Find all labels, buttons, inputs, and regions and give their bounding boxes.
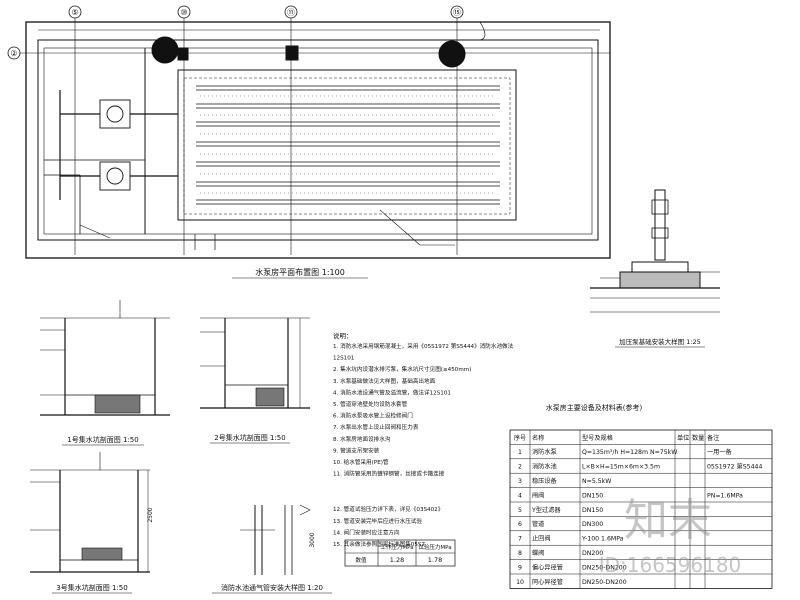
note-item: 6. 消防水泵吸水管上设检修阀门 <box>333 412 413 420</box>
axis-marker: ② <box>7 46 21 60</box>
detail-3-title: 3号集水坑剖面图 1:50 <box>56 583 127 592</box>
table-cell: DN200 <box>582 550 603 557</box>
svg-text:②: ② <box>10 49 17 58</box>
table-cell: 蝶阀 <box>532 549 544 557</box>
sump-detail-3 <box>30 452 150 573</box>
table-cell: DN300 <box>582 521 603 528</box>
equipment-table-border <box>509 429 773 589</box>
detail-2-title: 2号集水坑剖面图 1:50 <box>214 433 285 442</box>
table-cell: 6 <box>518 521 522 528</box>
table-cell: 8 <box>518 550 522 557</box>
table-header-cell: 名称 <box>532 434 544 442</box>
table-cell: 4 <box>518 492 522 499</box>
table-cell: Y-100 1.6MPa <box>581 536 624 543</box>
table-cell: 闸阀 <box>532 491 544 499</box>
note-item: 7. 水泵出水管上设止回阀和压力表 <box>333 423 419 431</box>
table-cell: 1 <box>518 449 522 456</box>
table-cell: 05S1972 第S5444 <box>707 463 762 471</box>
table-cell: 5 <box>518 507 522 514</box>
table-cell: 止回阀 <box>532 535 551 543</box>
table-header-cell: 序号 <box>514 434 526 442</box>
watermark-brand: 知末 <box>624 495 712 546</box>
axis-marker: ⑪ <box>284 5 298 19</box>
note-item: 8. 水泵房地面设排水沟 <box>333 435 391 443</box>
svg-text:⑮: ⑮ <box>453 8 461 17</box>
note-item: 2. 集水坑内设潜水排污泵，集水坑尺寸见图(≥450mm) <box>333 365 471 373</box>
pressure-working-value: 1.28 <box>390 556 404 564</box>
table-cell: 消防水池 <box>532 463 557 471</box>
equipment-table: 序号名称 型号及规格 单位数量备注 1 消防水泵 Q=135m³/h H=128m N=7… <box>509 429 773 589</box>
note-item: 12. 管道试验压力详下表，详见《03S402》 <box>333 505 443 513</box>
table-cell: N=5.5kW <box>582 478 611 485</box>
pressure-header-test: 试验压力MPa <box>418 543 451 551</box>
note-item: 1. 消防水池采用钢筋混凝土，采用《05S1972 第S5444》消防水池做法 <box>333 342 514 350</box>
table-cell: Q=135m³/h H=128m N=75kW <box>582 449 677 456</box>
note-item: 14. 阀门安装时应注意方向 <box>333 528 400 536</box>
detail-4-dim: 3000 <box>309 532 316 547</box>
note-item: 13. 管道安装完毕后应进行水压试验 <box>333 517 422 525</box>
pressure-header-working: 工作压力MPa <box>380 543 413 551</box>
table-cell: 一用一备 <box>707 448 733 456</box>
pump-foundation-detail <box>590 189 720 313</box>
axis-markers: ⑤ ⑩ ⑪ ⑮ ② <box>7 5 464 60</box>
table-cell: 偏心异径管 <box>532 563 563 571</box>
table-cell: PN=1.6MPa <box>707 492 743 499</box>
note-item: 3. 水泵基础做法见大样图，基础高出地面 <box>333 377 436 385</box>
pressure-test-value: 1.78 <box>428 556 442 564</box>
table-cell: 管道 <box>532 520 544 528</box>
detail-1-title: 1号集水坑剖面图 1:50 <box>67 435 138 444</box>
note-item: 9. 管道支吊架安装 <box>333 446 380 454</box>
general-notes: 说明： 1. 消防水池采用钢筋混凝土，采用《05S1972 第S5444》消防水… <box>333 331 514 548</box>
pump-room-plan <box>12 14 611 259</box>
watermark-id: ID:166596180 <box>599 553 742 577</box>
table-header-cell: 型号及规格 <box>582 434 614 442</box>
table-cell: 3 <box>518 478 522 485</box>
note-item: 12S101 <box>333 356 355 362</box>
svg-text:⑪: ⑪ <box>287 8 295 17</box>
vent-pipe-detail <box>240 504 311 575</box>
table-cell: 10 <box>516 579 524 586</box>
table-cell: 9 <box>518 564 522 571</box>
svg-text:⑤: ⑤ <box>71 8 78 17</box>
pressure-row-label: 数值 <box>355 556 367 564</box>
note-item: 15. 其余做法参照国家标准图集05S7 <box>333 540 425 548</box>
note-item: 5. 管道穿池壁处均设防水套管 <box>333 400 408 408</box>
detail-3-dim: 2500 <box>147 507 154 522</box>
table-header-cell: 备注 <box>707 434 719 442</box>
note-item: 11. 消防管采用热镀锌钢管，丝接或卡箍连接 <box>333 470 445 478</box>
table-cell: 同心异径管 <box>532 578 563 586</box>
sump-detail-1 <box>40 300 170 416</box>
axis-marker: ⑮ <box>450 5 464 19</box>
svg-text:⑩: ⑩ <box>180 8 187 17</box>
notes-heading: 说明： <box>333 331 353 340</box>
detail-4-title: 消防水池通气管安装大样图 1:20 <box>221 583 323 592</box>
note-item: 4. 消防水池设通气管及溢流管，做法详12S101 <box>333 388 451 396</box>
table-cell: 2 <box>518 464 522 471</box>
table-cell: DN250-DN200 <box>582 579 627 586</box>
axis-marker: ⑤ <box>68 5 82 19</box>
sump-detail-2 <box>200 317 310 409</box>
table-cell: 7 <box>518 536 522 543</box>
table-cell: DN250-DN200 <box>582 564 627 571</box>
axis-marker: ⑩ <box>177 5 191 19</box>
plan-title: 水泵房平面布置图 1:100 <box>255 267 345 277</box>
table-header-cell: 数量 <box>692 434 704 442</box>
table-cell: DN150 <box>582 507 603 514</box>
table-cell: 稳压设备 <box>532 477 558 485</box>
note-item: 10. 给水管采用(PE)管 <box>333 458 389 466</box>
equipment-table-title: 水泵房主要设备及材料表(参考) <box>546 403 643 412</box>
table-header-cell: 单位 <box>677 434 689 442</box>
table-cell: DN150 <box>582 492 603 499</box>
pressure-table: 工作压力MPa 试验压力MPa 数值 1.28 1.78 <box>344 539 456 567</box>
watermark: 知末 ID:166596180 <box>599 495 742 577</box>
table-cell: L×B×H=15m×6m×3.5m <box>582 464 660 471</box>
table-cell: Y型过滤器 <box>531 506 561 514</box>
table-cell: 消防水泵 <box>532 448 557 456</box>
pump-detail-title: 加压泵基础安装大样图 1:25 <box>619 337 701 346</box>
